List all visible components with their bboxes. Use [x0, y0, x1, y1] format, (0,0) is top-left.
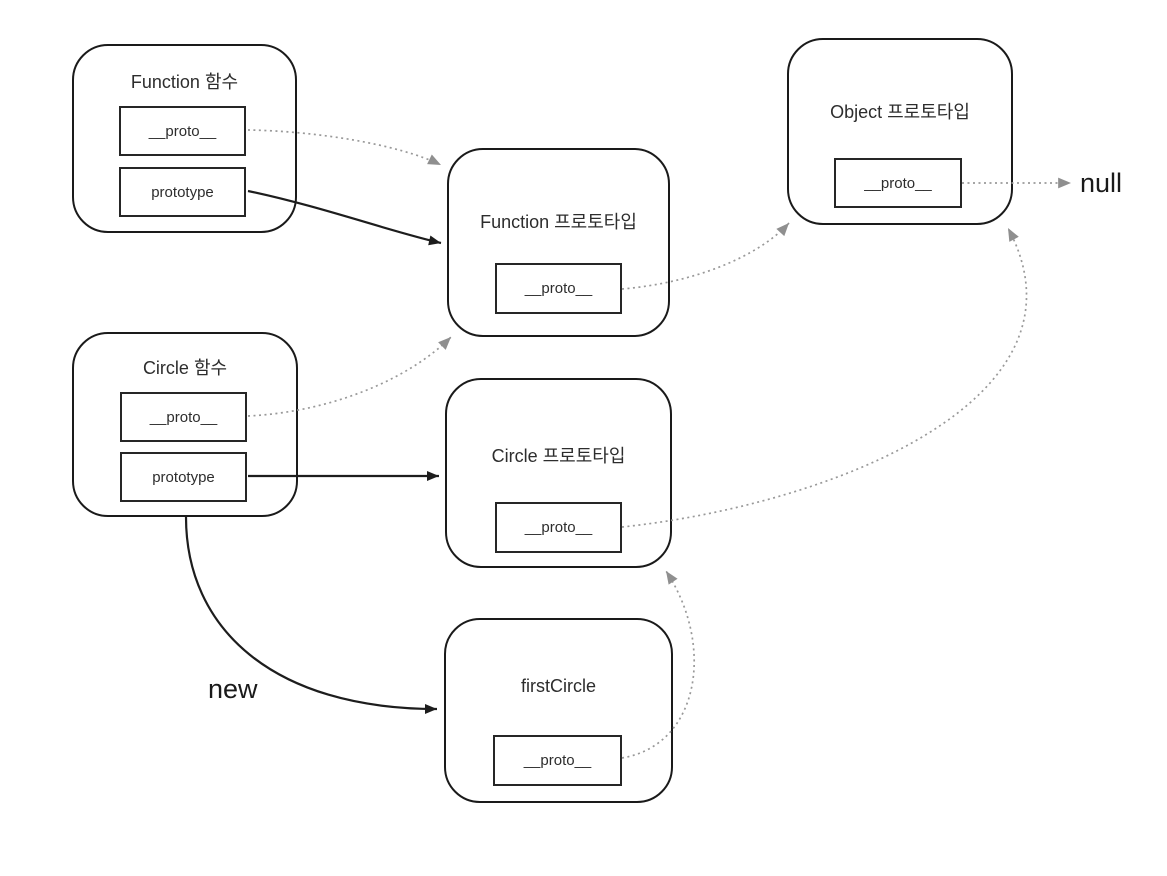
- node-object-prototype: Object 프로토타입 __proto__: [787, 38, 1013, 225]
- node-title: Circle 프로토타입: [491, 446, 626, 466]
- node-function-prototype: Function 프로토타입 __proto__: [447, 148, 670, 337]
- node-circle-prototype: Circle 프로토타입 __proto__: [445, 378, 672, 568]
- node-title: Function 함수: [130, 72, 239, 92]
- node-title: Object 프로토타입: [830, 102, 970, 122]
- node-title: Circle 함수: [142, 358, 228, 378]
- node-title: Function 프로토타입: [480, 212, 637, 232]
- proto-slot: __proto__: [834, 158, 962, 208]
- null-label: null: [1080, 168, 1123, 198]
- prototype-slot: prototype: [120, 452, 247, 502]
- prototype-slot: prototype: [119, 167, 246, 217]
- proto-slot: __proto__: [493, 735, 622, 786]
- proto-slot: __proto__: [119, 106, 246, 156]
- proto-slot: __proto__: [495, 263, 622, 314]
- new-edge-label: new: [208, 674, 258, 704]
- proto-slot: __proto__: [495, 502, 622, 553]
- node-title: firstCircle: [521, 676, 596, 696]
- node-function-constructor: Function 함수 __proto__ prototype: [72, 44, 297, 233]
- proto-slot: __proto__: [120, 392, 247, 442]
- node-firstcircle: firstCircle __proto__: [444, 618, 673, 803]
- node-circle-constructor: Circle 함수 __proto__ prototype: [72, 332, 298, 517]
- edge-circleprototype-proto-to-objectprototype: [621, 227, 1028, 528]
